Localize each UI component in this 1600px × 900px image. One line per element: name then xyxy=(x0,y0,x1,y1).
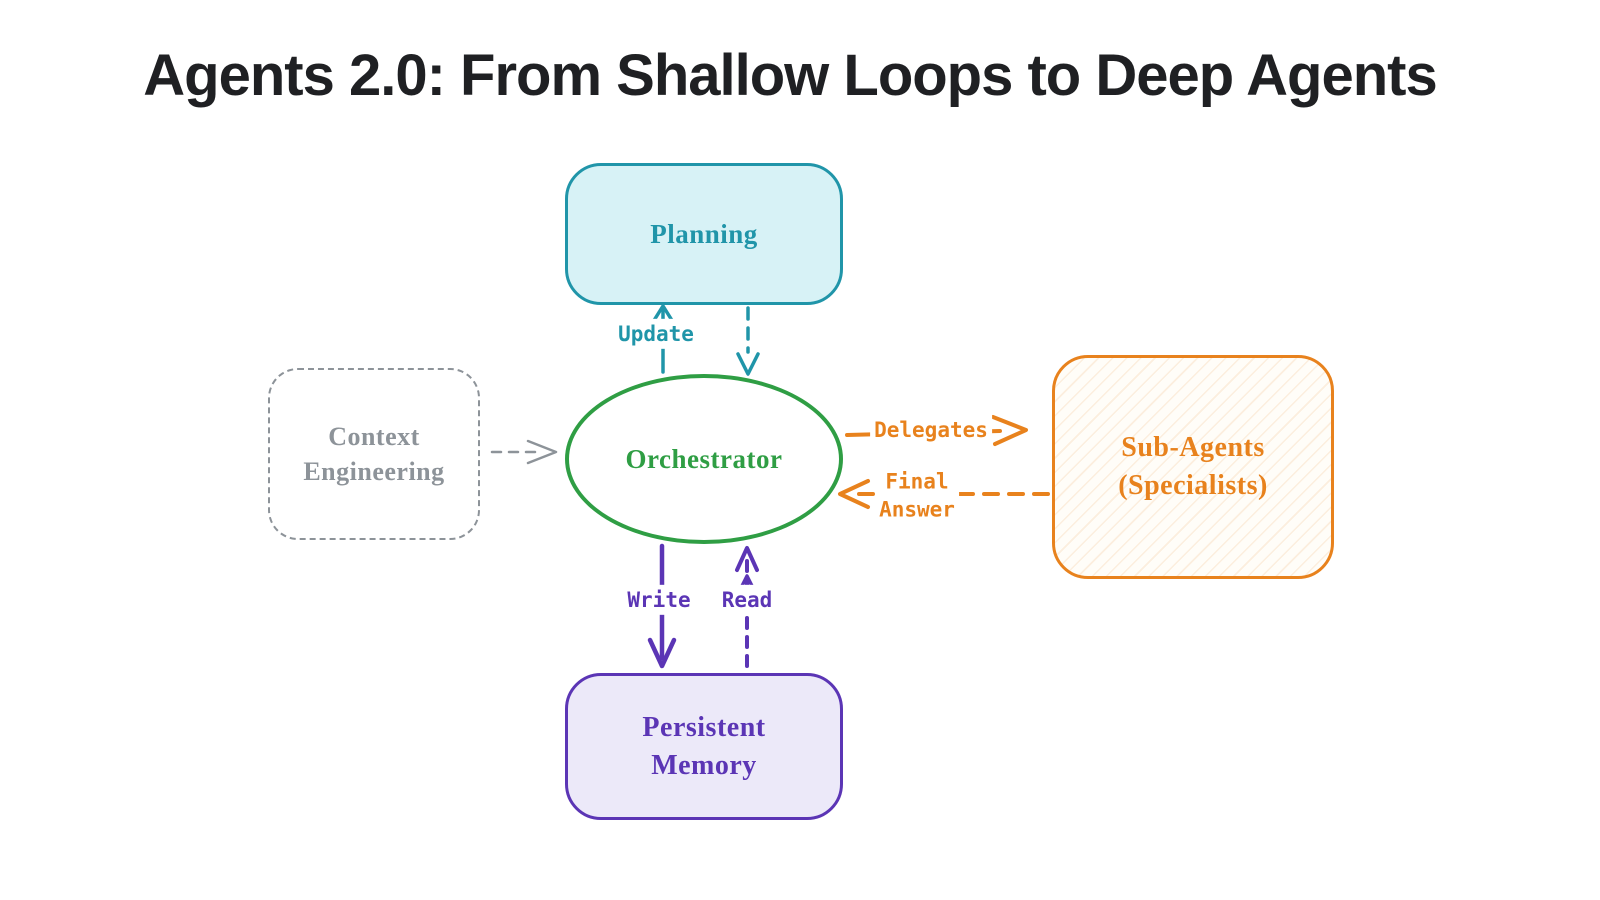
final-answer-edge-label: Final Answer xyxy=(875,466,959,526)
node-orchestrator-label: Orchestrator xyxy=(625,443,783,474)
node-context-engineering: Context Engineering xyxy=(268,368,480,540)
read-edge-label: Read xyxy=(717,584,777,616)
node-orchestrator: Orchestrator xyxy=(565,374,843,544)
node-persistent-memory-label: Persistent Memory xyxy=(642,711,766,781)
delegates-edge-label: Delegates xyxy=(870,414,992,446)
page-title: Agents 2.0: From Shallow Loops to Deep A… xyxy=(143,43,1437,108)
update-edge-label: Update xyxy=(614,318,698,350)
context-input-arrow xyxy=(490,439,558,465)
node-planning-label: Planning xyxy=(650,218,758,249)
write-edge-label: Write xyxy=(623,584,695,616)
node-sub-agents-label: Sub-Agents (Specialists) xyxy=(1118,432,1268,501)
node-context-engineering-label: Context Engineering xyxy=(303,421,445,486)
node-planning: Planning xyxy=(565,163,843,305)
node-persistent-memory: Persistent Memory xyxy=(565,673,843,820)
planning-feedback-arrow xyxy=(736,306,760,376)
node-sub-agents: Sub-Agents (Specialists) xyxy=(1052,355,1334,579)
